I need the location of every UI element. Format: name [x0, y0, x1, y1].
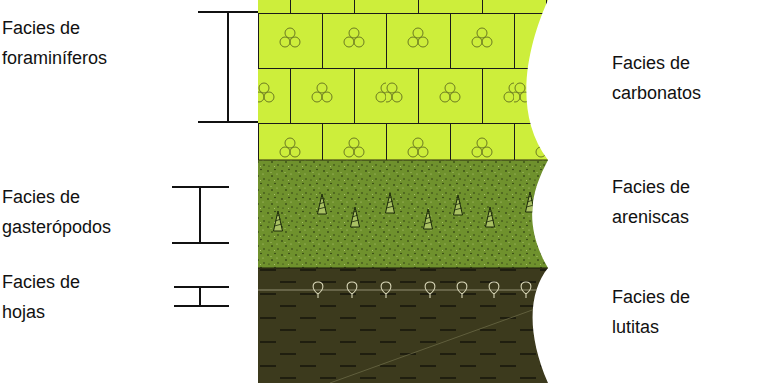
bracket — [172, 12, 258, 306]
facies-label: Facies de gasterópodos — [2, 182, 127, 242]
facies-label: Facies de areniscas — [612, 172, 722, 232]
facies-label: Facies de foraminíferos — [2, 13, 127, 73]
facies-label: Facies de carbonatos — [612, 48, 722, 108]
facies-label: Facies de hojas — [2, 267, 112, 327]
facies-label: Facies de lutitas — [612, 282, 722, 342]
